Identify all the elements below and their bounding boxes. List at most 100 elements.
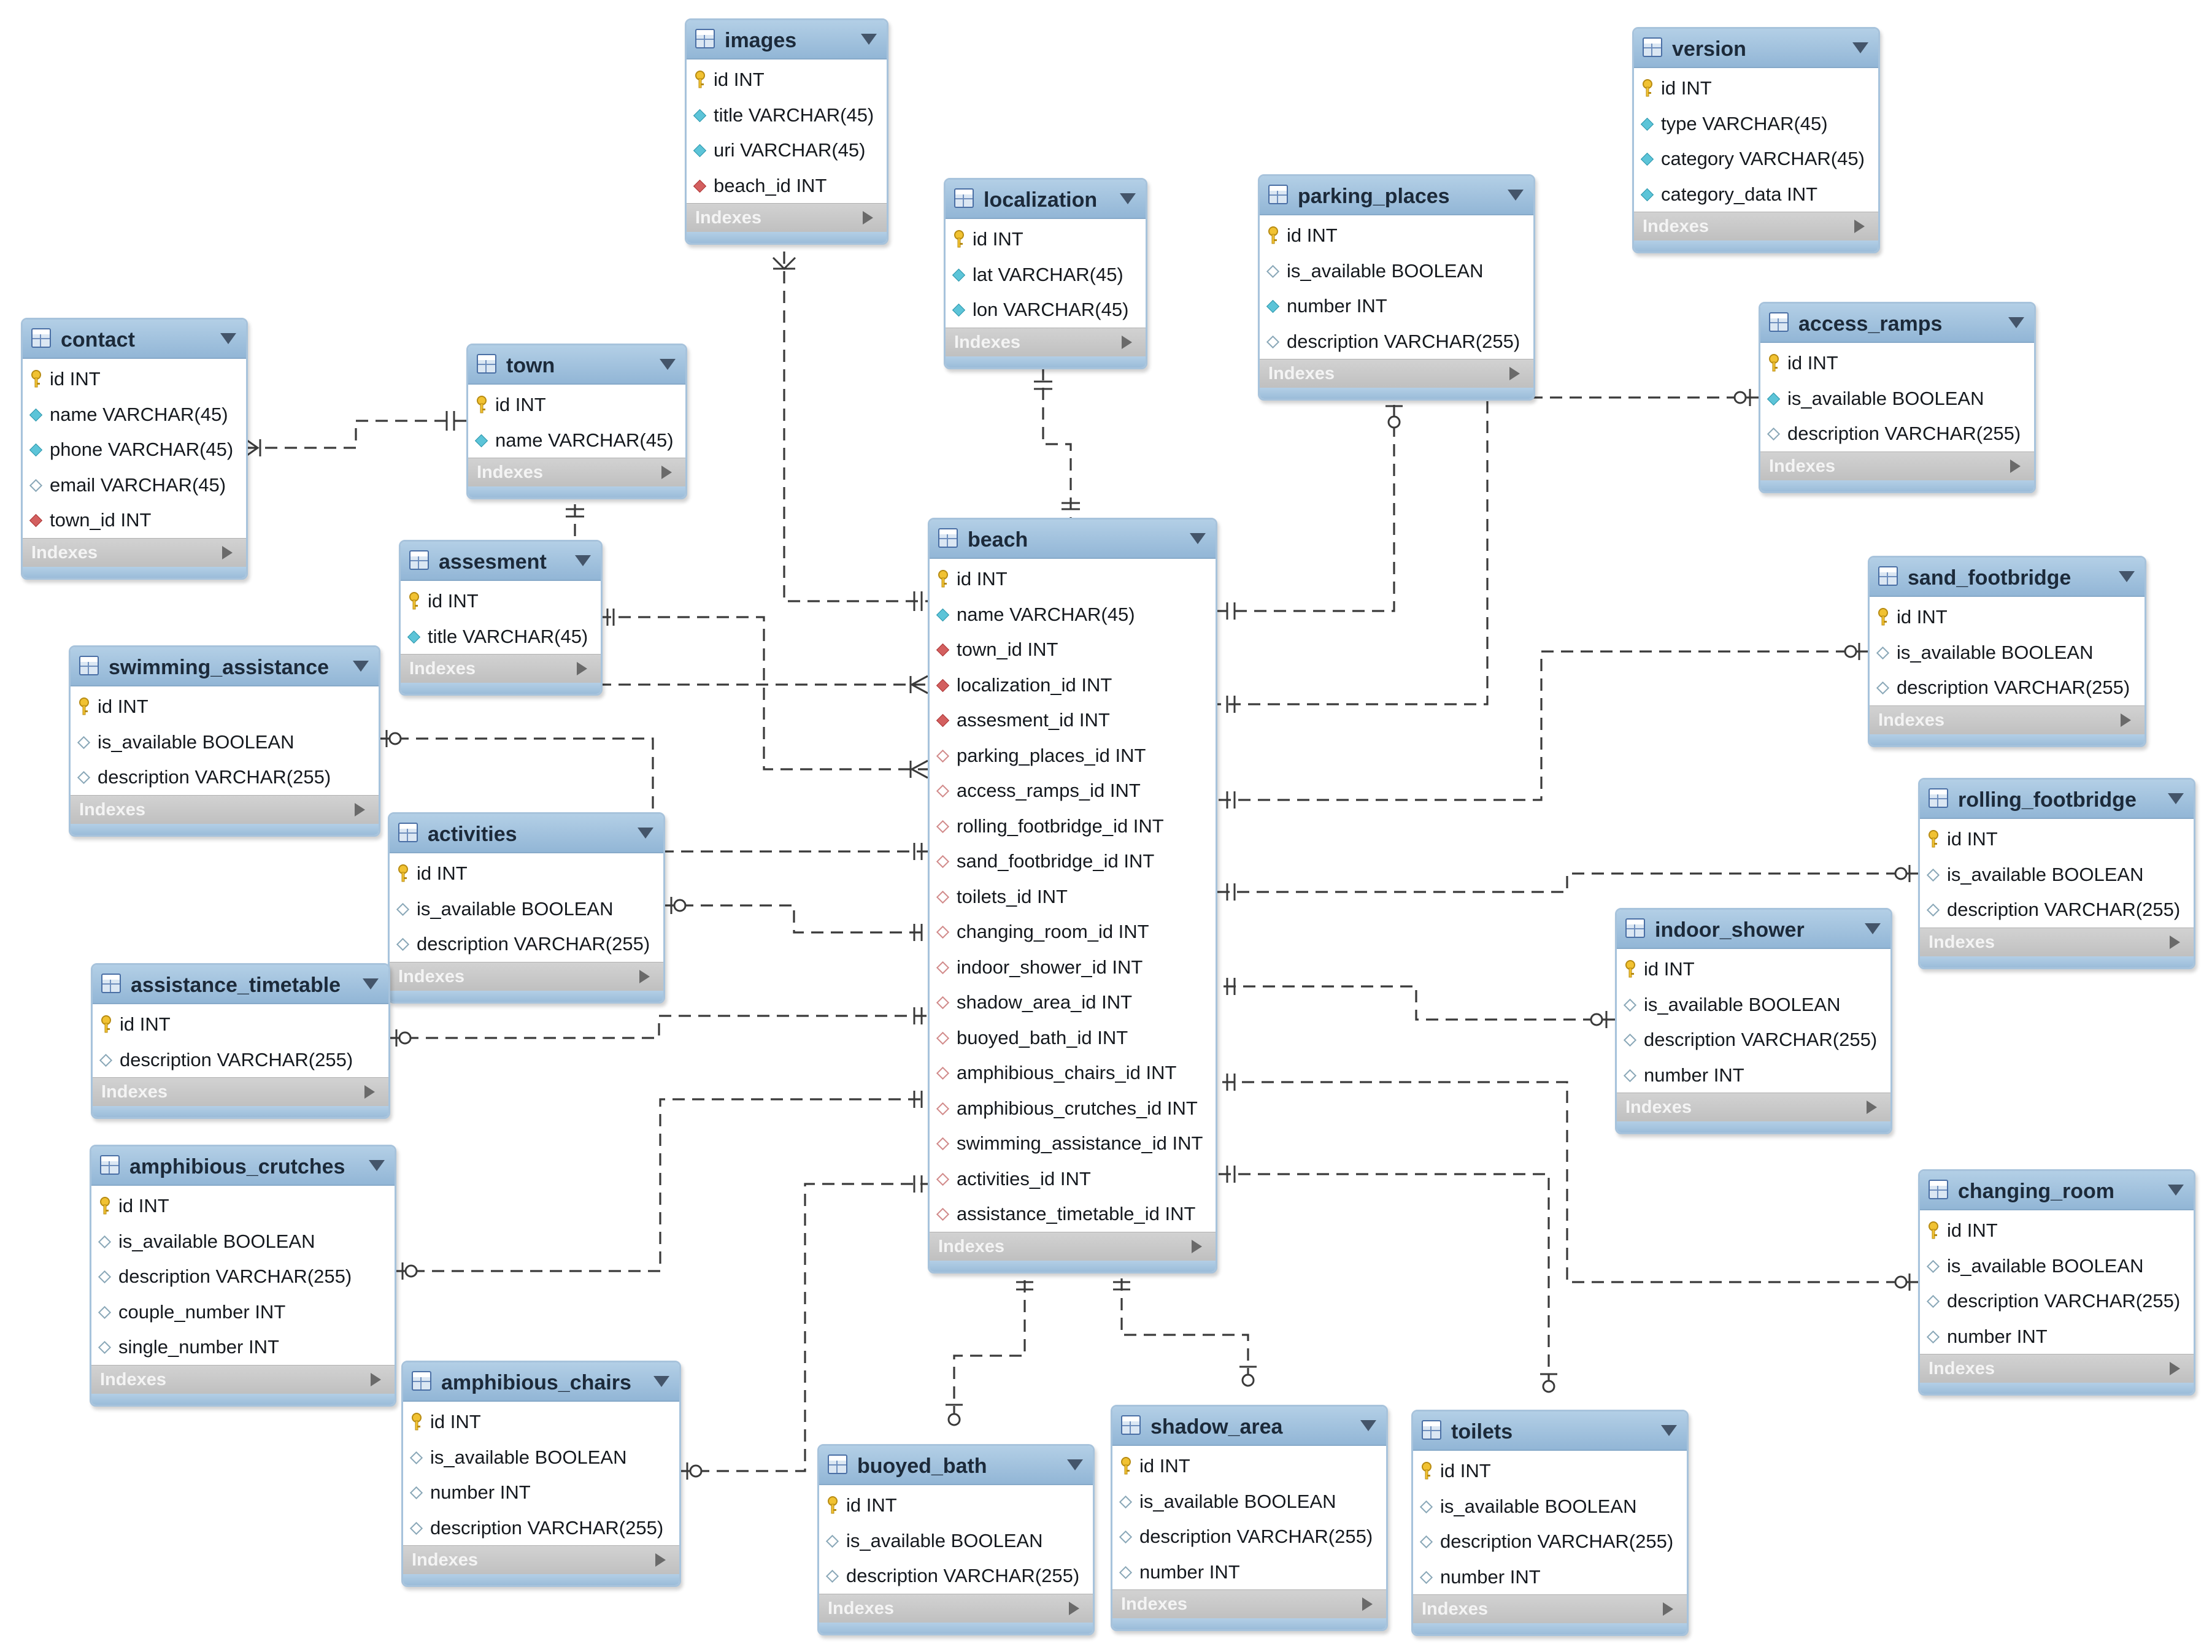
collapse-arrow-icon[interactable] [1360,1420,1376,1431]
indexes-section[interactable]: Indexes [401,654,601,683]
column-row[interactable]: id INT [390,856,663,891]
indexes-section[interactable]: Indexes [1920,1354,2194,1383]
column-row[interactable]: id INT [1920,1213,2194,1248]
column-row[interactable]: id INT [687,62,887,98]
table-header[interactable]: access_ramps [1760,304,2034,343]
indexes-section[interactable]: Indexes [1920,927,2194,956]
column-row[interactable]: is_available BOOLEAN [71,724,379,760]
column-row[interactable]: buoyed_bath_id INT [930,1020,1216,1056]
indexes-section[interactable]: Indexes [1634,212,1878,240]
column-row[interactable]: id INT [91,1188,395,1224]
column-row[interactable]: id INT [1634,71,1878,106]
expand-arrow-icon[interactable] [2121,713,2131,727]
column-row[interactable]: uri VARCHAR(45) [687,133,887,168]
expand-arrow-icon[interactable] [355,802,365,816]
collapse-arrow-icon[interactable] [363,978,379,989]
table-header[interactable]: amphibious_chairs [403,1362,679,1402]
column-row[interactable]: lat VARCHAR(45) [946,257,1146,293]
indexes-section[interactable]: Indexes [930,1231,1216,1261]
column-row[interactable]: localization_id INT [930,667,1216,703]
table-header[interactable]: shadow_area [1112,1407,1386,1446]
expand-arrow-icon[interactable] [655,1553,666,1567]
column-row[interactable]: id INT [1112,1448,1386,1484]
column-row[interactable]: number INT [1920,1319,2194,1354]
column-row[interactable]: id INT [468,387,685,423]
expand-arrow-icon[interactable] [639,969,650,983]
expand-arrow-icon[interactable] [1192,1239,1202,1253]
column-row[interactable]: description VARCHAR(255) [71,759,379,795]
collapse-arrow-icon[interactable] [369,1160,385,1171]
column-row[interactable]: name VARCHAR(45) [468,423,685,458]
column-row[interactable]: sand_footbridge_id INT [930,843,1216,879]
column-row[interactable]: number INT [1260,288,1533,324]
expand-arrow-icon[interactable] [1122,335,1132,349]
column-row[interactable]: description VARCHAR(255) [1617,1022,1890,1058]
collapse-arrow-icon[interactable] [638,828,653,839]
indexes-section[interactable]: Indexes [1760,451,2034,480]
column-row[interactable]: description VARCHAR(255) [390,926,663,962]
column-row[interactable]: description VARCHAR(255) [1760,416,2034,451]
indexes-section[interactable]: Indexes [1112,1589,1386,1618]
column-row[interactable]: swimming_assistance_id INT [930,1126,1216,1161]
expand-arrow-icon[interactable] [1362,1597,1373,1611]
expand-arrow-icon[interactable] [364,1085,375,1099]
column-row[interactable]: is_available BOOLEAN [1760,381,2034,417]
column-row[interactable]: description VARCHAR(255) [93,1042,388,1078]
column-row[interactable]: description VARCHAR(255) [1413,1524,1687,1559]
indexes-section[interactable]: Indexes [468,458,685,486]
table-header[interactable]: assesment [401,542,601,581]
column-row[interactable]: is_available BOOLEAN [1920,1248,2194,1284]
collapse-arrow-icon[interactable] [653,1376,669,1387]
table-header[interactable]: contact [23,320,246,359]
collapse-arrow-icon[interactable] [660,359,676,370]
collapse-arrow-icon[interactable] [861,34,877,45]
column-row[interactable]: id INT [93,1007,388,1042]
expand-arrow-icon[interactable] [1867,1101,1877,1114]
expand-arrow-icon[interactable] [1069,1601,1079,1615]
column-row[interactable]: amphibious_chairs_id INT [930,1055,1216,1091]
expand-arrow-icon[interactable] [1509,367,1520,380]
column-row[interactable]: town_id INT [23,502,246,538]
indexes-section[interactable]: Indexes [1260,359,1533,388]
table-header[interactable]: localization [946,180,1146,219]
column-row[interactable]: town_id INT [930,632,1216,667]
table-header[interactable]: amphibious_crutches [91,1147,395,1186]
table-header[interactable]: images [687,20,887,60]
column-row[interactable]: number INT [1112,1554,1386,1590]
column-row[interactable]: id INT [1920,821,2194,857]
column-row[interactable]: changing_room_id INT [930,914,1216,950]
column-row[interactable]: description VARCHAR(255) [819,1558,1093,1594]
column-row[interactable]: title VARCHAR(45) [401,619,601,655]
table-header[interactable]: swimming_assistance [71,647,379,686]
column-row[interactable]: is_available BOOLEAN [1617,987,1890,1023]
collapse-arrow-icon[interactable] [353,661,369,672]
indexes-section[interactable]: Indexes [390,961,663,991]
column-row[interactable]: description VARCHAR(255) [1870,670,2145,705]
column-row[interactable]: id INT [1413,1453,1687,1489]
column-row[interactable]: id INT [71,689,379,724]
collapse-arrow-icon[interactable] [1852,42,1868,53]
column-row[interactable]: number INT [1413,1559,1687,1595]
column-row[interactable]: is_available BOOLEAN [1870,635,2145,670]
column-row[interactable]: single_number INT [91,1329,395,1365]
column-row[interactable]: toilets_id INT [930,879,1216,915]
column-row[interactable]: is_available BOOLEAN [390,891,663,927]
indexes-section[interactable]: Indexes [1413,1594,1687,1623]
column-row[interactable]: category VARCHAR(45) [1634,141,1878,177]
table-header[interactable]: beach [930,520,1216,559]
table-header[interactable]: activities [390,814,663,853]
